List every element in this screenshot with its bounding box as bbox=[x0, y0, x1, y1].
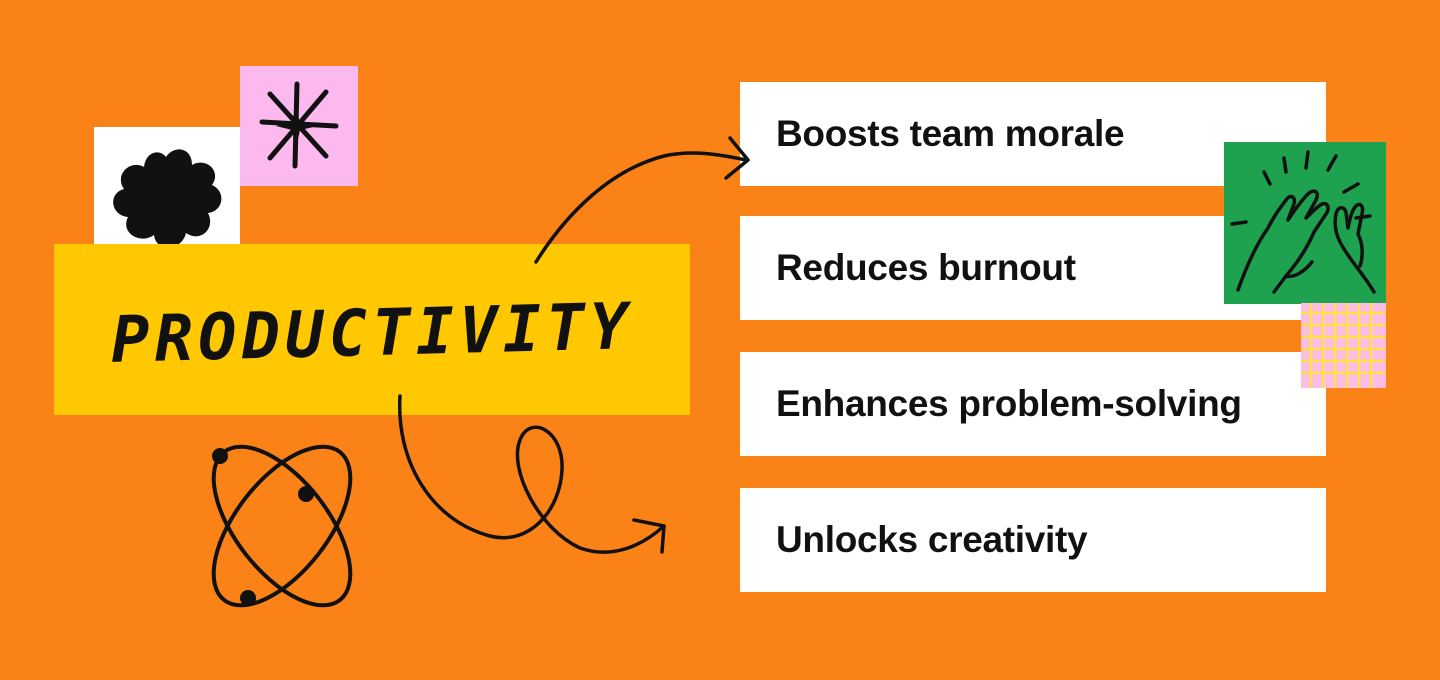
loop-arrow-icon bbox=[397, 394, 666, 554]
grid-sticker bbox=[1301, 303, 1386, 388]
sparkle-icon bbox=[259, 81, 339, 169]
high-five-icon bbox=[1230, 150, 1376, 294]
benefit-label: Boosts team morale bbox=[776, 113, 1125, 154]
benefit-label: Unlocks creativity bbox=[776, 519, 1088, 560]
atom-icon bbox=[211, 444, 353, 608]
atom-electron bbox=[212, 448, 314, 606]
title-banner: PRODUCTIVITY bbox=[54, 244, 690, 415]
benefit-label: Reduces burnout bbox=[776, 247, 1076, 288]
benefit-card: Unlocks creativity bbox=[740, 488, 1326, 592]
benefit-card: Enhances problem-solving bbox=[740, 352, 1326, 456]
grid-pattern-icon bbox=[1301, 303, 1386, 388]
pink-sticker bbox=[240, 66, 358, 186]
flower-blob-icon bbox=[113, 149, 222, 248]
title-text: PRODUCTIVITY bbox=[109, 289, 635, 378]
benefit-label: Enhances problem-solving bbox=[776, 383, 1242, 424]
green-sticker bbox=[1224, 142, 1386, 304]
